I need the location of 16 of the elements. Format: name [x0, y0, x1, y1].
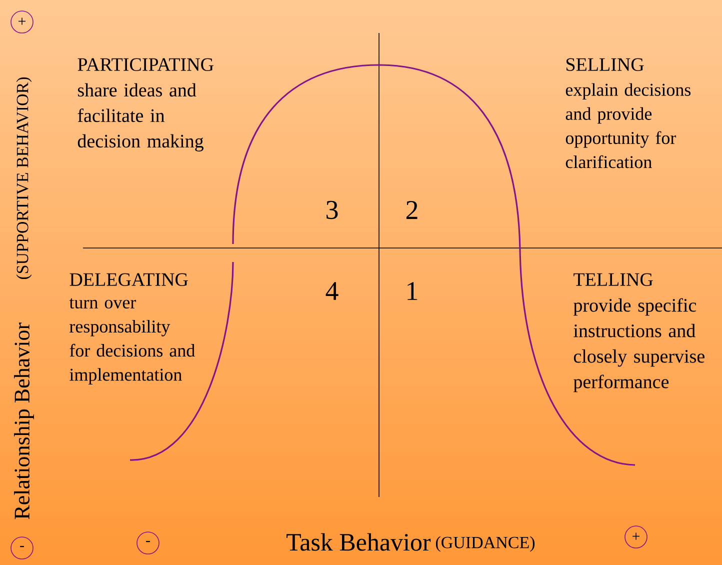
quadrant-description: share ideas and facilitate in decision making: [78, 83, 204, 152]
axis-title: Task Behavior: [286, 533, 431, 551]
quadrant-description: explain decisions and provide opportunity for clarification: [566, 83, 691, 168]
quadrant-heading: PARTICIPATING: [78, 58, 214, 71]
quadrant-number: 4: [326, 282, 338, 300]
quadrant-number: 1: [408, 282, 418, 300]
axis-subtitle: (SUPPORTIVE BEHAVIOR): [16, 77, 32, 280]
quadrant-heading: TELLING: [574, 273, 653, 286]
quadrant-description: turn over responsability for decisions and implementation: [69, 298, 195, 384]
axis-subtitle: (GUIDANCE): [436, 536, 535, 552]
axis-title: Relationship Behavior: [14, 322, 34, 520]
quadrant-description: provide specific instructions and closely supervise performance: [574, 298, 704, 392]
quadrant-heading: DELEGATING: [70, 273, 188, 286]
quadrant-number: 3: [326, 200, 338, 220]
quadrant-number: 2: [406, 201, 418, 219]
quadrant-heading: SELLING: [566, 58, 644, 71]
